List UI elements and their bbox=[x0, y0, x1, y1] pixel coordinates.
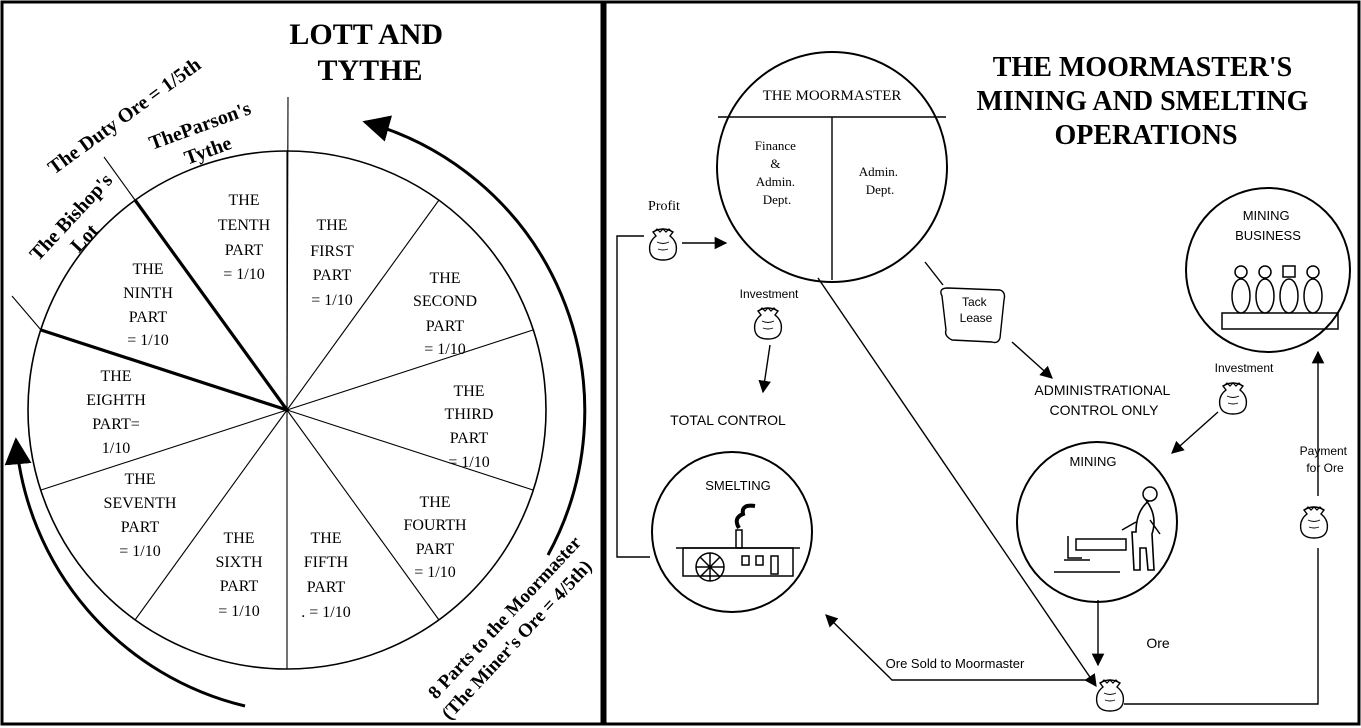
moormaster-node: THE MOORMASTER Finance & Admin. Dept. Ad… bbox=[716, 51, 948, 283]
tack-lease-scroll: Tack Lease bbox=[940, 287, 1006, 344]
ore-payment-line bbox=[1124, 548, 1319, 705]
tack-lease-label: Tack Lease bbox=[960, 295, 993, 325]
mining-node: MINING bbox=[1016, 441, 1178, 603]
admin-dept-label: Admin. Dept. bbox=[859, 164, 902, 197]
moormaster-parts-label: 8 Parts to the Moormaster (The Miner's O… bbox=[420, 529, 606, 724]
investment-to-smelting-arrow bbox=[758, 344, 771, 394]
business-people-icon bbox=[1231, 265, 1323, 314]
smelter-icon bbox=[676, 503, 800, 582]
moormaster-label: THE MOORMASTER bbox=[763, 88, 902, 104]
left-panel-border bbox=[0, 0, 604, 726]
investment-to-mining-arrow bbox=[1171, 411, 1219, 454]
lease-to-mining-arrow bbox=[1011, 341, 1053, 379]
ore-sold-arrow bbox=[825, 614, 1090, 681]
payment-bag-icon bbox=[1299, 506, 1329, 539]
bishop-lot-label: The Bishop's Lot bbox=[26, 166, 138, 282]
smelting-label: SMELTING bbox=[705, 478, 771, 493]
wheel-extended-dividers bbox=[11, 96, 289, 412]
flow-arrows bbox=[616, 235, 1325, 705]
right-panel-border bbox=[603, 0, 1361, 726]
investment-bag-icon-right bbox=[1218, 382, 1248, 415]
payment-for-ore-label: Payment for Ore bbox=[1300, 444, 1351, 475]
lott-title: LOTT AND TYTHE bbox=[289, 18, 450, 87]
moormaster-operations-panel: THE MOORMASTER'S MINING AND SMELTING OPE… bbox=[603, 0, 1361, 726]
finance-dept-label: Finance & Admin. Dept. bbox=[755, 138, 799, 207]
investment-label-right: Investment bbox=[1215, 361, 1274, 375]
smelting-node: SMELTING bbox=[651, 451, 813, 613]
profit-loop-line bbox=[616, 235, 650, 558]
admin-control-label: ADMINISTRATIONAL CONTROL ONLY bbox=[1034, 382, 1173, 418]
operations-title: THE MOORMASTER'S MINING AND SMELTING OPE… bbox=[977, 52, 1316, 151]
duty-ore-label: The Duty Ore = 1/5th bbox=[44, 54, 205, 180]
mining-business-label: MINING BUSINESS bbox=[1235, 208, 1301, 243]
investment-bag-icon-left bbox=[753, 307, 783, 340]
parson-tythe-label: TheParson's Tythe bbox=[146, 96, 267, 179]
moormaster-to-lease-line bbox=[924, 261, 944, 286]
mining-business-node: MINING BUSINESS bbox=[1185, 187, 1351, 353]
counter-arrow bbox=[4, 437, 246, 708]
ore-sold-label: Ore Sold to Moormaster bbox=[886, 656, 1025, 671]
profit-bag-icon bbox=[648, 228, 678, 261]
ore-bag-icon bbox=[1095, 679, 1125, 712]
profit-label: Profit bbox=[648, 199, 680, 214]
ore-label: Ore bbox=[1146, 635, 1170, 651]
moormaster-to-ore-arrow bbox=[817, 277, 1097, 688]
investment-label-left: Investment bbox=[740, 287, 799, 301]
clockwise-arrow bbox=[362, 115, 587, 556]
total-control-label: TOTAL CONTROL bbox=[670, 412, 786, 428]
miner-icon bbox=[1054, 486, 1161, 573]
mining-label: MINING bbox=[1070, 454, 1117, 469]
